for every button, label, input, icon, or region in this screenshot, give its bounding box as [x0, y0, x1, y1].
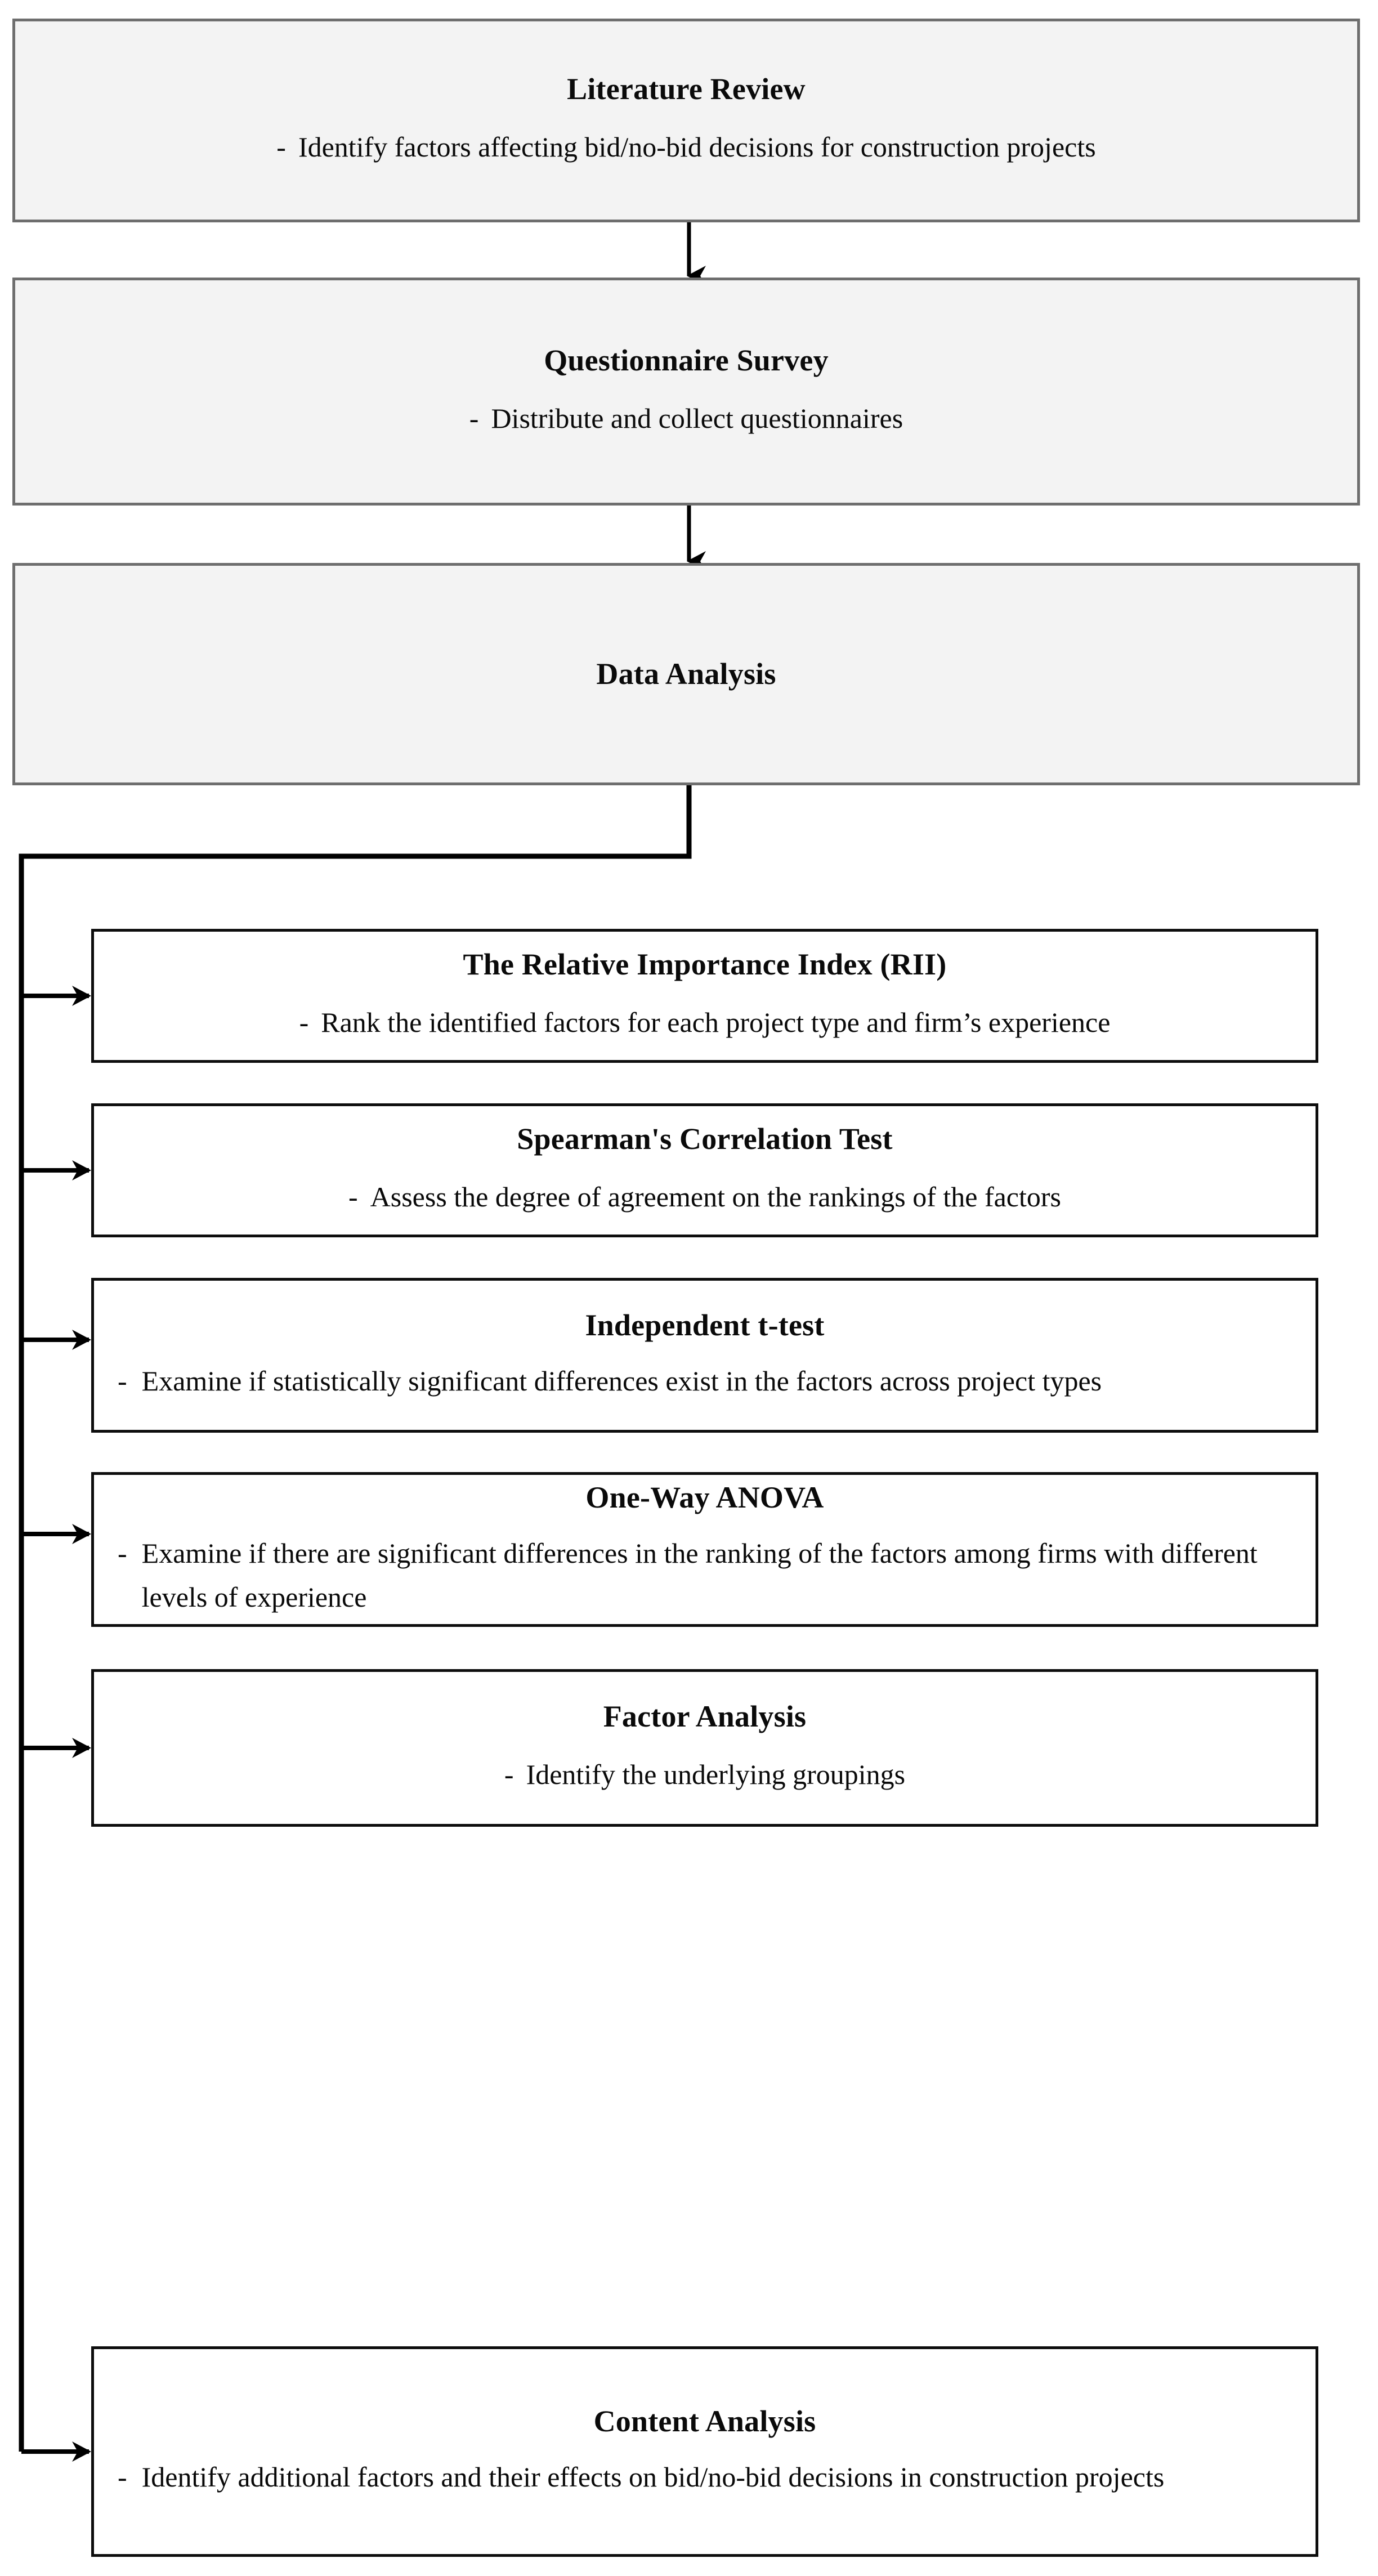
stage-box-data-analysis: Data Analysis: [12, 563, 1360, 785]
method-box-factor-analysis: Factor Analysis -Identify the underlying…: [91, 1669, 1318, 1827]
stage-box-literature-review: Literature Review -Identify factors affe…: [12, 19, 1360, 222]
stage-desc-text-literature-review: Identify factors affecting bid/no-bid de…: [298, 131, 1096, 163]
method-title-rii: The Relative Importance Index (RII): [463, 947, 947, 982]
method-title-one-way-anova: One-Way ANOVA: [585, 1480, 824, 1514]
method-title-content-analysis: Content Analysis: [593, 2404, 816, 2439]
method-desc-text-spearman-correlation-test: Assess the degree of agreement on the ra…: [370, 1181, 1061, 1213]
bullet-dash-icon: -: [118, 1365, 127, 1397]
bullet-dash-icon: -: [469, 402, 479, 434]
stage-desc-literature-review: -Identify factors affecting bid/no-bid d…: [254, 126, 1118, 169]
method-title-factor-analysis: Factor Analysis: [603, 1700, 807, 1734]
bullet-dash-icon: -: [504, 1759, 514, 1791]
method-desc-rii: -Rank the identified factors for each pr…: [277, 1001, 1133, 1045]
method-box-independent-t-test: Independent t-test -Examine if statistic…: [91, 1278, 1318, 1433]
method-desc-text-one-way-anova: Examine if there are significant differe…: [141, 1537, 1258, 1613]
method-desc-independent-t-test: -Examine if statistically significant di…: [94, 1359, 1316, 1403]
stage-desc-text-questionnaire-survey: Distribute and collect questionnaires: [491, 402, 903, 434]
bullet-dash-icon: -: [299, 1007, 309, 1039]
bullet-dash-icon: -: [348, 1181, 358, 1213]
method-desc-text-independent-t-test: Examine if statistically significant dif…: [141, 1365, 1102, 1397]
method-desc-one-way-anova: -Examine if there are significant differ…: [94, 1532, 1316, 1619]
method-desc-text-content-analysis: Identify additional factors and their ef…: [141, 2461, 1165, 2493]
method-box-content-analysis: Content Analysis -Identify additional fa…: [91, 2346, 1318, 2557]
method-desc-spearman-correlation-test: -Assess the degree of agreement on the r…: [326, 1175, 1084, 1219]
stage-title-literature-review: Literature Review: [567, 72, 806, 106]
method-desc-factor-analysis: -Identify the underlying groupings: [482, 1753, 928, 1797]
method-box-rii: The Relative Importance Index (RII) -Ran…: [91, 929, 1318, 1063]
stage-title-questionnaire-survey: Questionnaire Survey: [544, 343, 829, 377]
method-desc-text-rii: Rank the identified factors for each pro…: [321, 1007, 1111, 1039]
method-title-spearman-correlation-test: Spearman's Correlation Test: [517, 1122, 893, 1156]
method-desc-content-analysis: -Identify additional factors and their e…: [94, 2456, 1316, 2499]
method-title-independent-t-test: Independent t-test: [585, 1308, 825, 1342]
method-desc-text-factor-analysis: Identify the underlying groupings: [526, 1759, 906, 1791]
method-box-one-way-anova: One-Way ANOVA -Examine if there are sign…: [91, 1472, 1318, 1627]
stage-desc-questionnaire-survey: -Distribute and collect questionnaires: [447, 397, 925, 441]
stage-box-questionnaire-survey: Questionnaire Survey -Distribute and col…: [12, 278, 1360, 506]
bullet-dash-icon: -: [118, 1537, 127, 1569]
bullet-dash-icon: -: [118, 2461, 127, 2493]
bullet-dash-icon: -: [276, 131, 286, 163]
method-box-spearman-correlation-test: Spearman's Correlation Test -Assess the …: [91, 1103, 1318, 1237]
stage-title-data-analysis: Data Analysis: [596, 657, 776, 691]
